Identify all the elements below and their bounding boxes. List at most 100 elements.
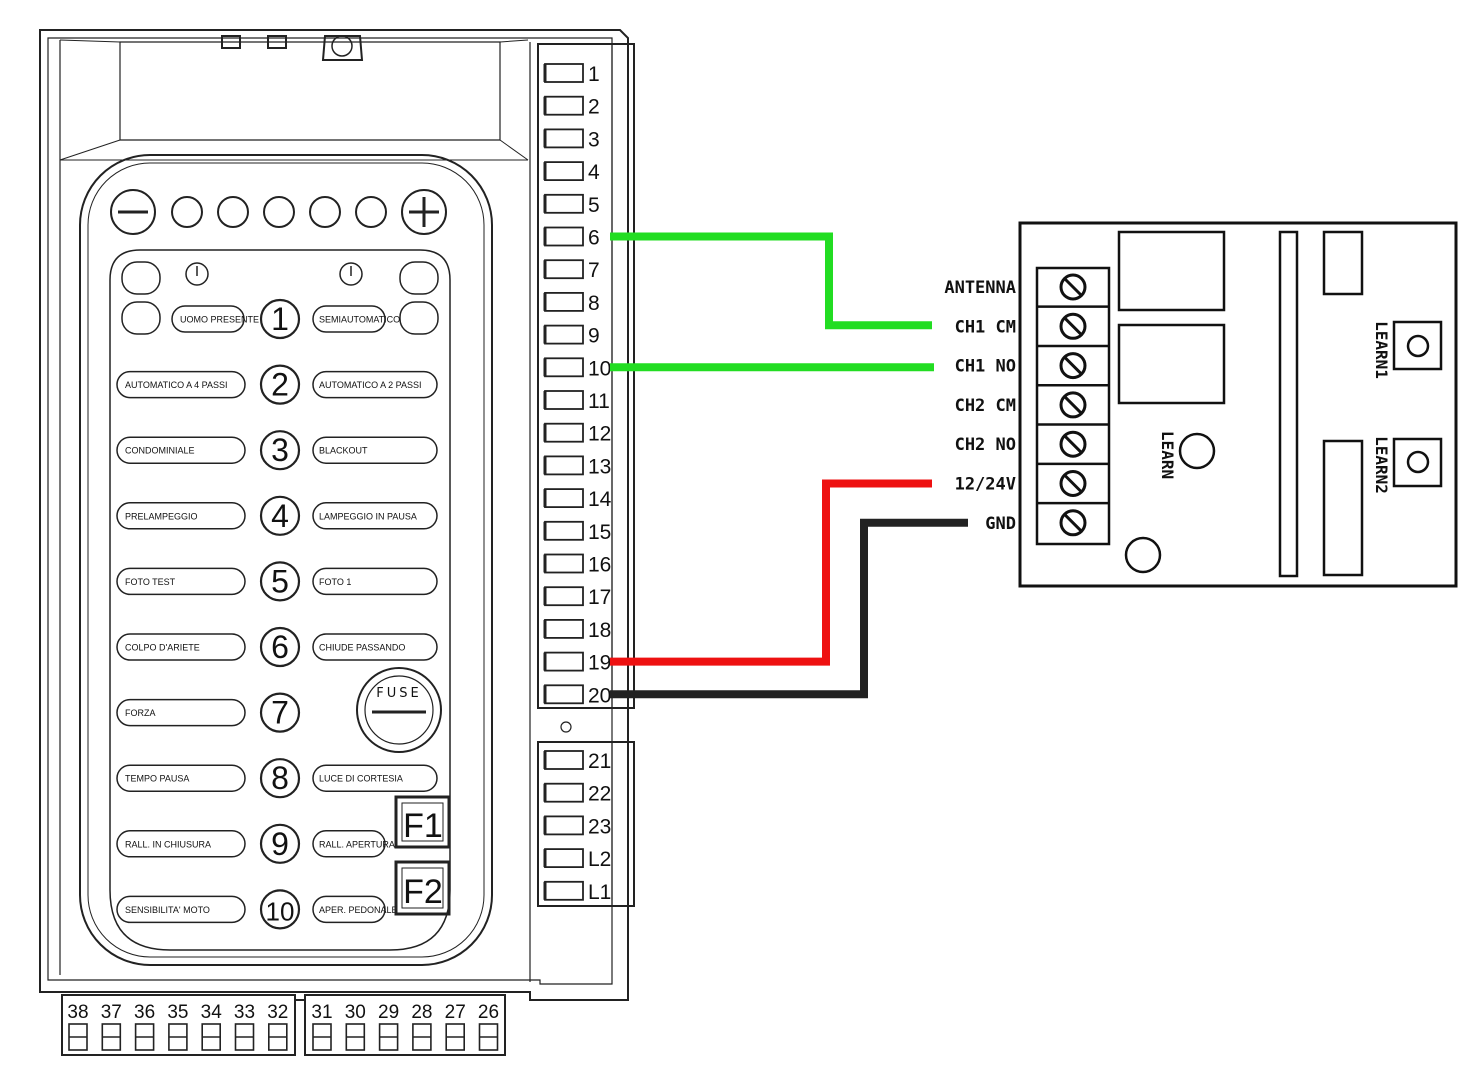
program-number-button[interactable] xyxy=(259,758,301,799)
left-aux-button-bottom[interactable] xyxy=(121,301,161,335)
option-left-pill xyxy=(171,305,245,333)
terminal-29: 29 xyxy=(378,1002,399,1051)
f2-button[interactable]: F2 xyxy=(394,860,451,916)
receiver-chip-strip xyxy=(1278,230,1299,578)
learn2-label: LEARN2 xyxy=(1372,436,1391,494)
terminal-26: 26 xyxy=(478,1002,499,1051)
board-housing-outline xyxy=(39,29,629,1001)
program-number-button[interactable] xyxy=(259,495,301,536)
panel-outline xyxy=(79,154,493,966)
terminal-number: 13 xyxy=(588,455,611,478)
program-number-button[interactable] xyxy=(259,561,301,602)
learn1-button-knob xyxy=(1406,334,1430,358)
led-4 xyxy=(309,196,341,228)
terminal-screw-slot xyxy=(544,619,584,639)
option-left-label: SENSIBILITA' MOTO xyxy=(125,905,210,915)
wire-6-to-ch1-cm xyxy=(610,232,932,330)
strip-mount-hole xyxy=(560,721,572,733)
led-5 xyxy=(355,196,387,228)
program-number-button[interactable] xyxy=(259,626,301,668)
option-left-pill xyxy=(116,633,246,661)
program-number-button[interactable] xyxy=(259,364,301,405)
learn2-button[interactable] xyxy=(1392,437,1443,488)
terminal-screw-slot xyxy=(544,880,584,901)
program-number-button[interactable] xyxy=(259,692,301,733)
relay-1 xyxy=(1117,230,1226,312)
receiver-screw xyxy=(1059,470,1087,497)
program-number-label: 7 xyxy=(271,695,289,731)
terminal-3: 3 xyxy=(543,128,600,151)
terminal-screw-slot xyxy=(544,128,584,149)
minus-button[interactable] xyxy=(110,189,156,235)
option-right-pill xyxy=(312,370,438,399)
terminal-L2: L2 xyxy=(543,848,611,871)
f1-button[interactable]: F1 xyxy=(394,795,451,849)
button-row xyxy=(110,189,447,235)
terminal-number: 33 xyxy=(234,1002,255,1023)
program-number-button[interactable] xyxy=(259,430,301,471)
terminal-screw-slot xyxy=(544,651,584,672)
terminal-27: 27 xyxy=(445,1002,466,1051)
terminal-number: 3 xyxy=(588,128,600,151)
learn1-button[interactable] xyxy=(1392,320,1443,371)
receiver-terminal-label: CH2 NO xyxy=(955,435,1016,455)
option-left-label: UOMO PRESENTE xyxy=(180,315,259,325)
learn1-label: LEARN1 xyxy=(1372,321,1391,379)
board-top-tab xyxy=(119,41,501,141)
option-right-pill xyxy=(312,633,438,661)
option-right-label: LAMPEGGIO IN PAUSA xyxy=(319,511,417,521)
program-number-button[interactable] xyxy=(259,889,301,930)
learn-led xyxy=(1178,432,1216,470)
terminal-19: 19 xyxy=(543,651,611,675)
terminal-38: 38 xyxy=(67,1002,89,1051)
right-aux-button-bottom[interactable] xyxy=(399,301,439,335)
f1-label: F1 xyxy=(403,807,443,845)
terminal-number: 20 xyxy=(588,684,611,707)
led-3 xyxy=(263,196,295,228)
option-right-pill xyxy=(312,567,438,596)
option-right-label: FOTO 1 xyxy=(319,577,351,587)
terminal-17: 17 xyxy=(543,586,611,609)
program-number-button[interactable] xyxy=(259,298,301,340)
terminal-screw-slot xyxy=(544,684,584,705)
terminal-screw-slot xyxy=(544,324,584,345)
terminal-30: 30 xyxy=(345,1002,366,1051)
program-number-label: 4 xyxy=(271,498,289,534)
option-right-label: BLACKOUT xyxy=(319,446,368,456)
option-right-pill xyxy=(312,764,438,792)
terminal-number: 34 xyxy=(201,1002,223,1023)
terminal-screw-slot xyxy=(544,390,584,410)
option-right-label: SEMIAUTOMATICO xyxy=(319,315,400,325)
program-number-label: 3 xyxy=(271,432,289,468)
terminal-36: 36 xyxy=(134,1002,155,1051)
terminal-number: 21 xyxy=(588,750,611,773)
terminal-11: 11 xyxy=(543,390,610,413)
terminal-screw-slot xyxy=(544,455,584,476)
terminal-screw-slot xyxy=(544,226,584,247)
program-number-label: 6 xyxy=(271,629,289,665)
terminal-number: 8 xyxy=(588,292,600,315)
terminal-number: 6 xyxy=(588,227,600,250)
terminal-8: 8 xyxy=(543,292,600,315)
fuse-label: FUSE xyxy=(376,686,421,701)
right-aux-button-top[interactable] xyxy=(399,261,439,295)
terminal-number: 27 xyxy=(445,1002,466,1023)
terminal-20: 20 xyxy=(543,684,611,707)
option-left-pill xyxy=(116,764,246,792)
plus-button[interactable] xyxy=(401,189,447,235)
program-number-button[interactable] xyxy=(259,823,301,864)
terminal-6: 6 xyxy=(543,226,600,250)
terminal-32: 32 xyxy=(267,1002,288,1051)
terminal-21: 21 xyxy=(543,750,611,773)
terminal-screw-slot xyxy=(544,586,584,607)
left-aux-button-top[interactable] xyxy=(121,261,161,295)
terminal-number: 17 xyxy=(588,586,611,609)
terminal-screw-slot xyxy=(544,161,584,182)
